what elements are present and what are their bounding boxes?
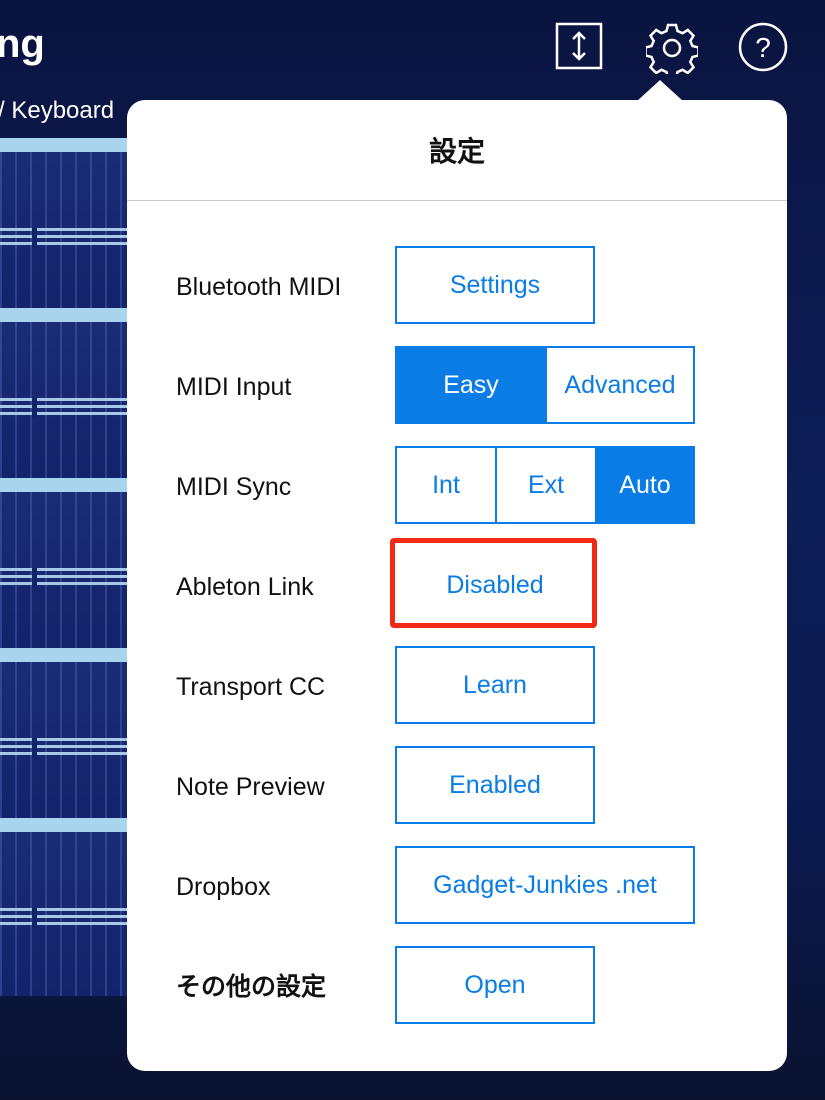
- midi-sync-int-button[interactable]: Int: [395, 446, 495, 524]
- transport-cc-learn-button[interactable]: Learn: [395, 646, 595, 724]
- midi-input-label: MIDI Input: [176, 373, 292, 401]
- dropbox-label: Dropbox: [176, 873, 271, 901]
- popover-title: 設定: [428, 136, 485, 167]
- transport-cc-label: Transport CC: [176, 673, 326, 701]
- track-thumbnail[interactable]: [0, 138, 128, 316]
- midi-sync-ext-button[interactable]: Ext: [495, 446, 595, 524]
- settings-popover: 設定 Bluetooth MIDI Settings MIDI Input Ea…: [127, 100, 787, 1071]
- track-thumbnail[interactable]: [0, 478, 128, 656]
- track-thumbnail[interactable]: [0, 648, 128, 826]
- other-settings-open-button[interactable]: Open: [395, 946, 595, 1024]
- svg-text:?: ?: [755, 32, 771, 63]
- midi-sync-label: MIDI Sync: [176, 473, 292, 501]
- bluetooth-midi-label: Bluetooth MIDI: [176, 273, 342, 301]
- popover-arrow: [636, 80, 684, 102]
- ableton-link-disabled-button[interactable]: Disabled: [395, 546, 595, 624]
- track-thumbnail[interactable]: [0, 308, 128, 486]
- app-subtitle-fragment: / Keyboard: [0, 97, 115, 124]
- resize-vertical-icon[interactable]: [555, 22, 603, 70]
- app-title-fragment: ng: [0, 22, 45, 66]
- divider: [127, 200, 787, 201]
- dropbox-account-button[interactable]: Gadget-Junkies .net: [395, 846, 695, 924]
- track-thumbnail[interactable]: [0, 818, 128, 996]
- help-icon[interactable]: ?: [738, 22, 788, 72]
- midi-input-segmented-control: Easy Advanced: [395, 346, 695, 424]
- midi-input-easy-button[interactable]: Easy: [395, 346, 545, 424]
- midi-sync-auto-button[interactable]: Auto: [595, 446, 695, 524]
- bluetooth-midi-settings-button[interactable]: Settings: [395, 246, 595, 324]
- note-preview-enabled-button[interactable]: Enabled: [395, 746, 595, 824]
- midi-sync-segmented-control: Int Ext Auto: [395, 446, 695, 524]
- note-preview-label: Note Preview: [176, 773, 325, 801]
- ableton-link-label: Ableton Link: [176, 573, 314, 601]
- gear-icon[interactable]: [644, 22, 700, 80]
- other-settings-label: その他の設定: [176, 973, 327, 1001]
- midi-input-advanced-button[interactable]: Advanced: [545, 346, 695, 424]
- annotation-highlight-box: [390, 538, 597, 628]
